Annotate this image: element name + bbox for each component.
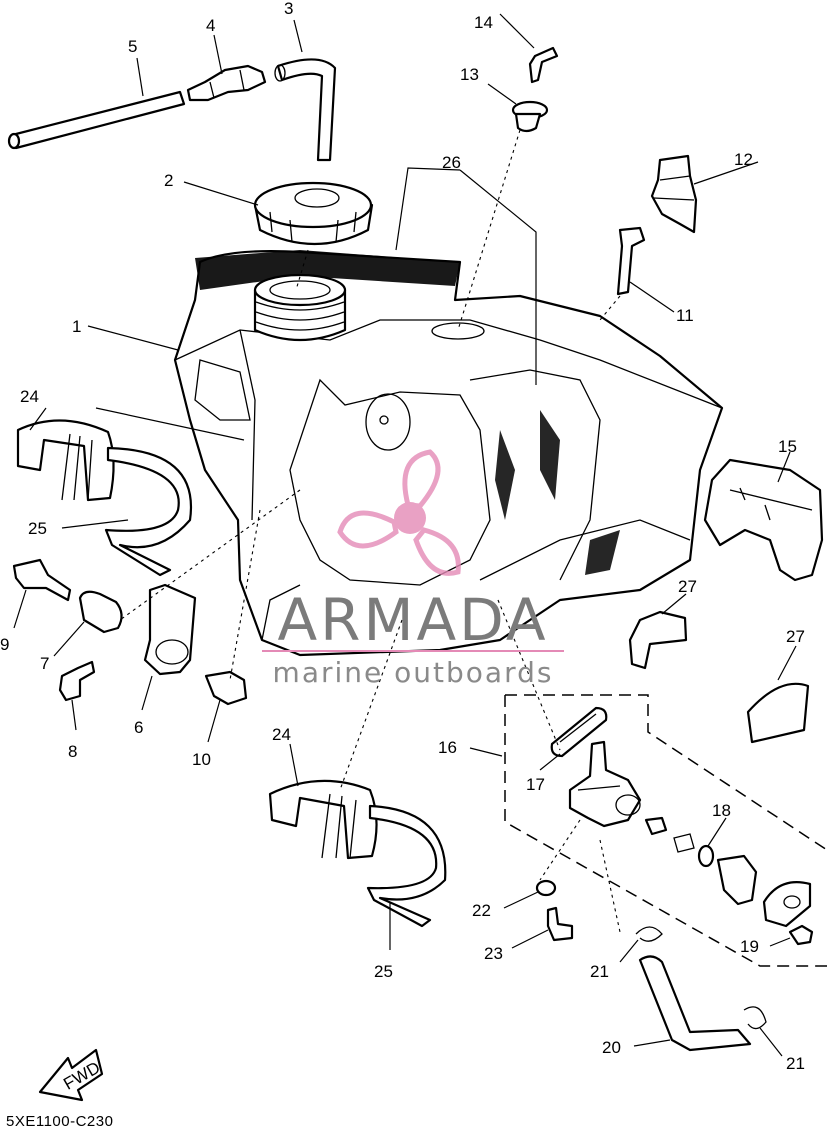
screw-23: [546, 906, 574, 942]
callout-12: 12: [734, 150, 753, 169]
callout-25b: 25: [374, 962, 393, 981]
callout-17: 17: [526, 775, 545, 794]
diagram-code: 5XE1100-C230: [6, 1113, 113, 1130]
clip-21b: [743, 1006, 767, 1030]
callout-25a: 25: [28, 519, 47, 538]
damper-27b: [746, 682, 810, 744]
band-24-upper: [16, 419, 115, 502]
propeller-logo: [337, 449, 461, 576]
screw-14: [528, 46, 559, 84]
callout-9: 9: [0, 635, 9, 654]
strap-25-upper: [104, 446, 193, 577]
leader-lines: [13, 13, 797, 1057]
filler-neck: [253, 273, 347, 342]
armada-watermark: ARMADA marine outboards: [262, 449, 564, 689]
callout-21a: 21: [590, 962, 609, 981]
callout-13: 13: [460, 65, 479, 84]
callout-21b: 21: [786, 1054, 805, 1073]
filter-17: [550, 706, 608, 758]
callout-11: 11: [676, 306, 694, 325]
fuel-cock-internals: [644, 816, 812, 928]
callout-3: 3: [284, 0, 293, 18]
clip-12: [650, 154, 698, 234]
damper-27a: [628, 610, 688, 670]
callout-15: 15: [778, 437, 797, 456]
fwd-arrow: FWD: [38, 1048, 103, 1102]
callout-26: 26: [442, 153, 461, 172]
callout-labels: 1 2 3 4 5 6 7 8 9 10 11 12 13 14 15 16 1…: [0, 0, 805, 1073]
watermark-tagline: marine outboards: [273, 656, 554, 689]
callout-18: 18: [712, 801, 731, 820]
fuel-tank: [173, 250, 724, 657]
callout-1: 1: [72, 317, 81, 336]
clip-21a: [635, 926, 663, 942]
washer-22: [535, 879, 557, 897]
bolt-11: [616, 226, 646, 296]
callout-22: 22: [472, 901, 491, 920]
callout-23: 23: [484, 944, 503, 963]
callout-24b: 24: [272, 725, 291, 744]
grommet-15: [703, 458, 824, 582]
fuel-cock-16: [568, 740, 642, 828]
collar-13: [511, 100, 549, 133]
callout-5: 5: [128, 37, 137, 56]
callout-4: 4: [206, 16, 215, 35]
callout-20: 20: [602, 1038, 621, 1057]
callout-24a: 24: [20, 387, 39, 406]
band-24-lower: [268, 779, 378, 860]
callout-27a: 27: [678, 577, 697, 596]
watermark-brand: ARMADA: [277, 586, 548, 654]
callout-19: 19: [740, 937, 759, 956]
bolt-9: [12, 558, 72, 602]
bolt-8: [58, 660, 96, 702]
check-valve: [186, 64, 267, 102]
callout-8: 8: [68, 742, 77, 761]
fuel-hose: [7, 90, 186, 150]
tank-cap: [253, 181, 374, 245]
fuel-cock-group-outline: [504, 694, 827, 967]
callout-10: 10: [192, 750, 211, 769]
callout-7: 7: [40, 654, 49, 673]
callout-27b: 27: [786, 627, 805, 646]
hose-20: [638, 955, 752, 1052]
collar-7: [78, 590, 123, 634]
bracket-6: [143, 583, 197, 676]
callout-16: 16: [438, 738, 457, 757]
callout-2: 2: [164, 171, 173, 190]
callout-14: 14: [474, 13, 493, 32]
callout-6: 6: [134, 718, 143, 737]
bolt-10: [204, 670, 248, 706]
strap-25-lower: [366, 804, 447, 928]
breather-hose: [274, 58, 337, 162]
watermark-divider: [262, 650, 564, 652]
screw-19: [788, 924, 814, 946]
